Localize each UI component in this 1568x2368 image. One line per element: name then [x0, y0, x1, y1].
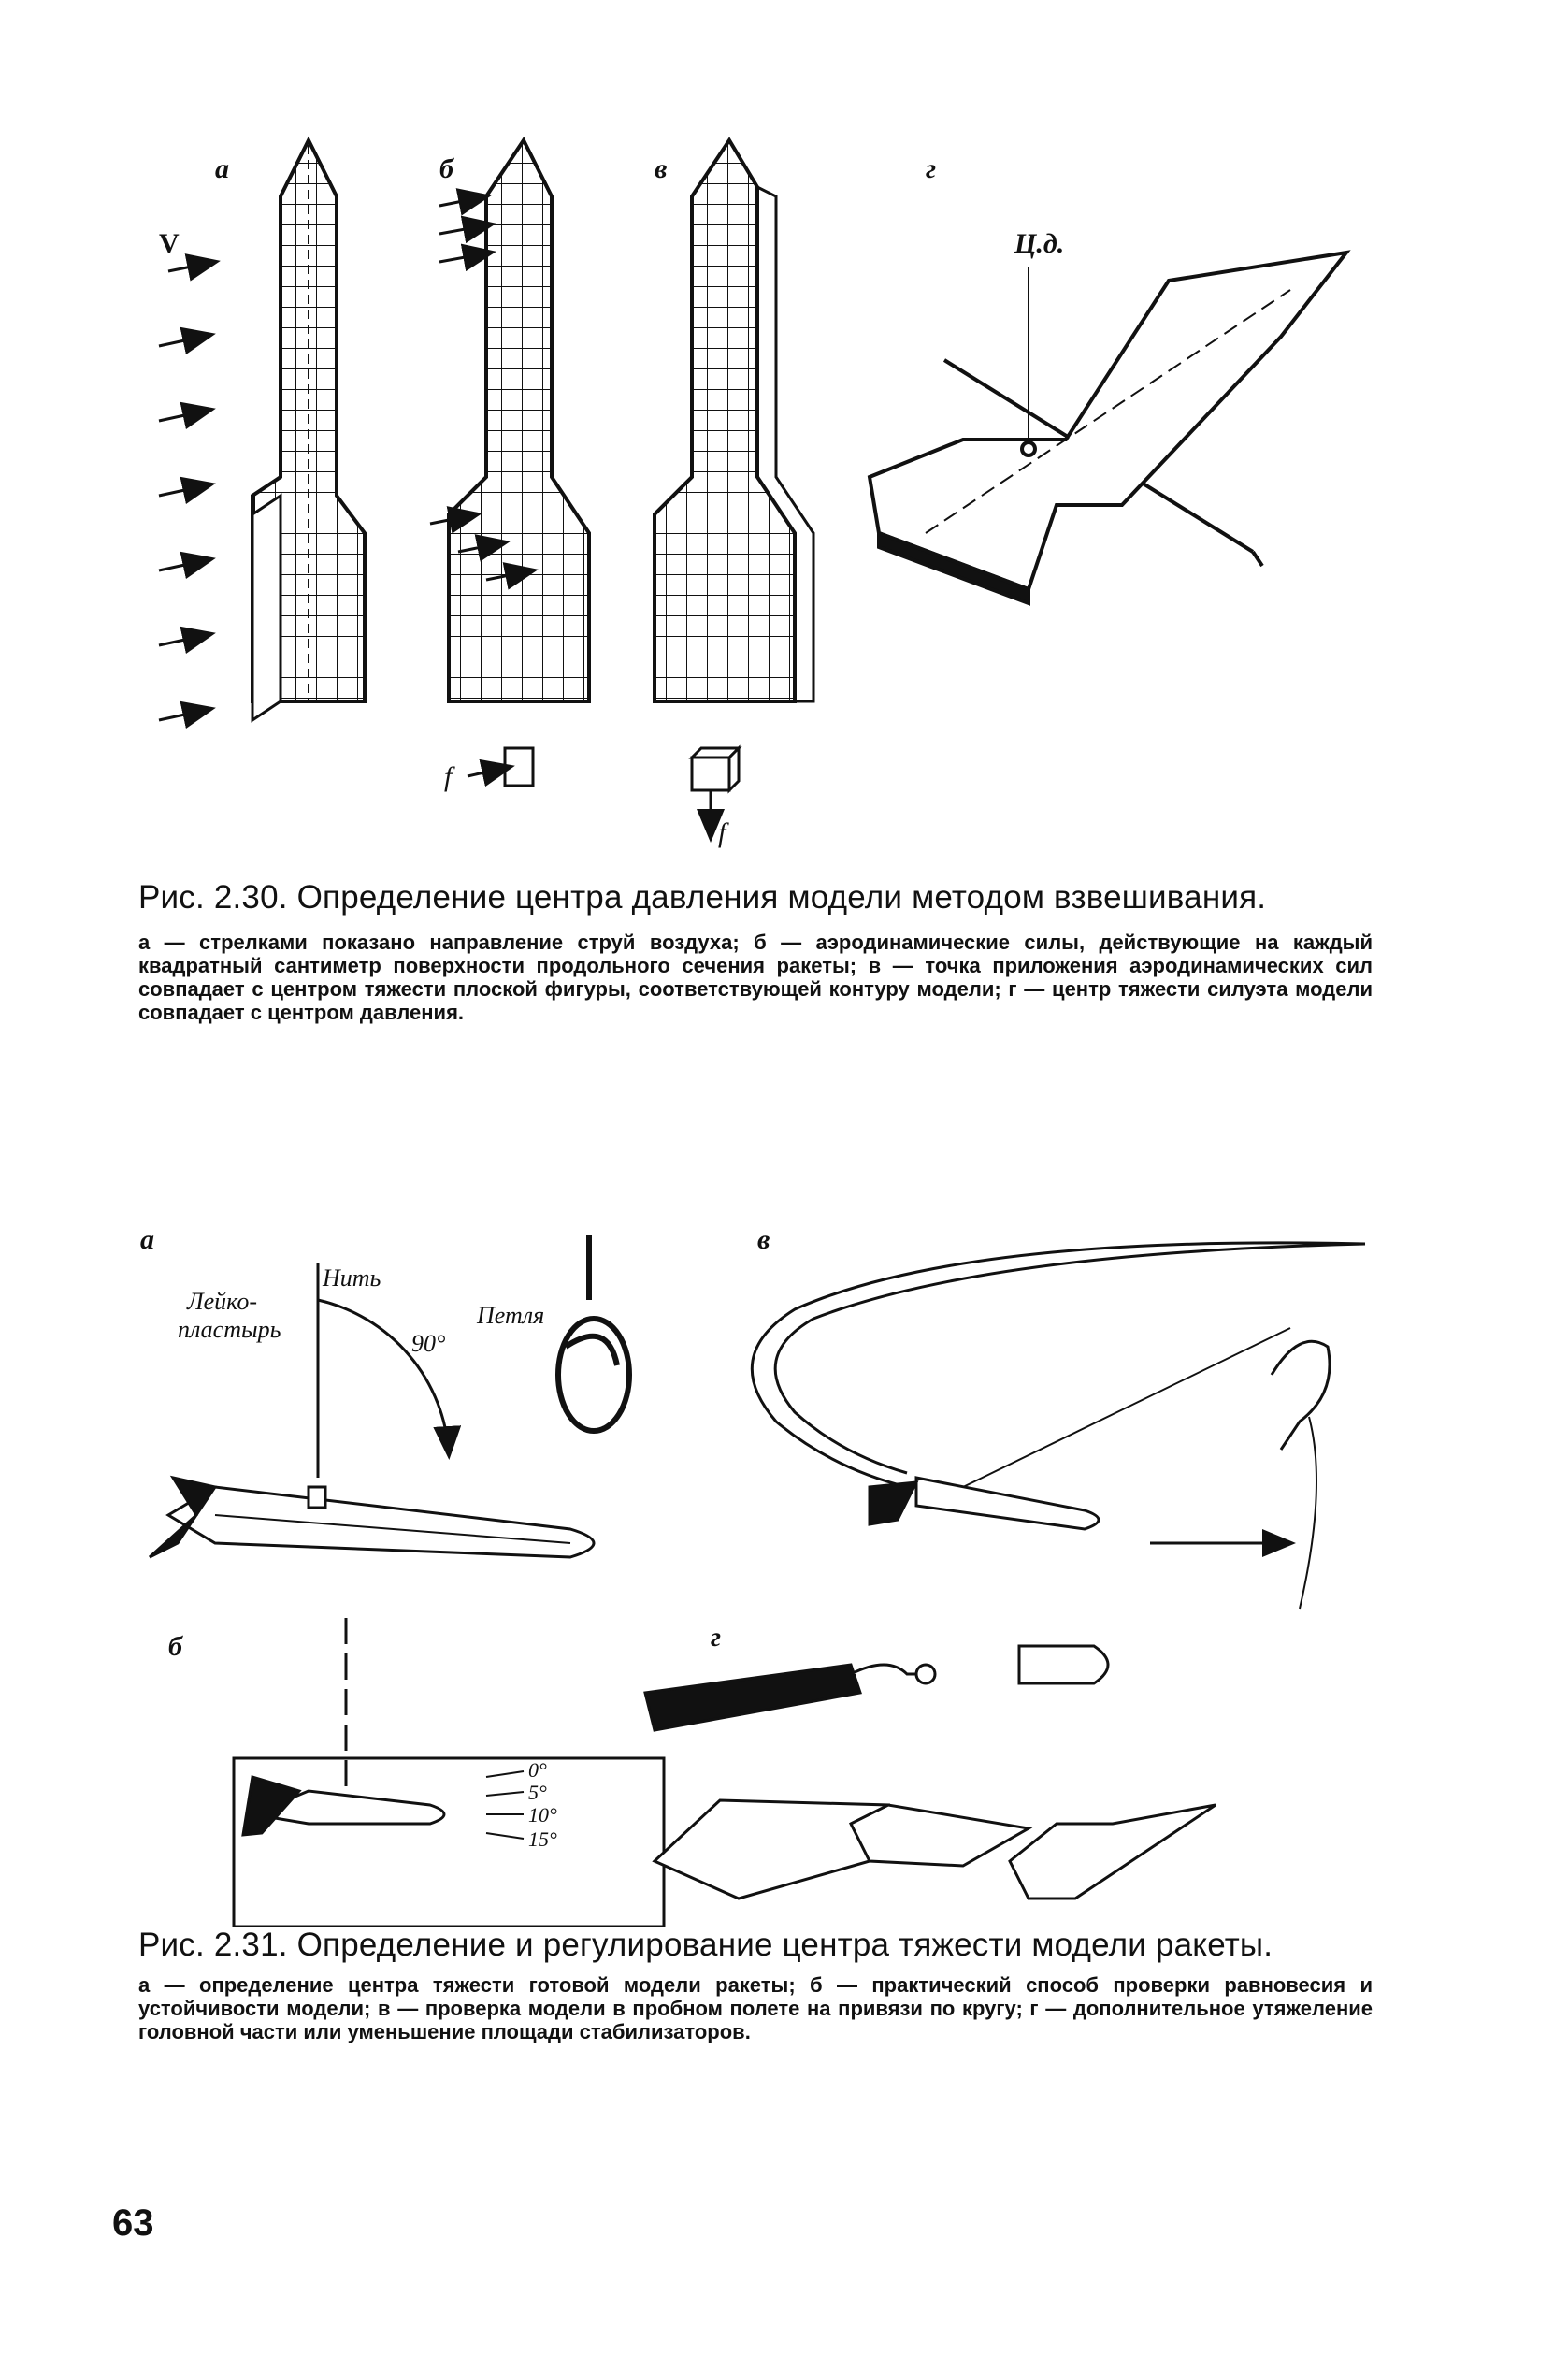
balance-check: [232, 1618, 666, 1927]
fig231-label-b: б: [168, 1631, 183, 1662]
loop-label: Петля: [476, 1302, 544, 1329]
tape-label-1: Лейко-: [186, 1288, 257, 1315]
fig231-label-a: а: [140, 1224, 154, 1255]
rocket-grid-b: [429, 137, 591, 703]
force-label-2: f: [718, 817, 729, 848]
fig230-label-b: б: [439, 153, 454, 184]
rocket-grid-a: [251, 136, 367, 723]
force-label-1: f: [444, 761, 455, 792]
angle-scale: [485, 1770, 525, 1840]
tethered-flight: [750, 1241, 1366, 1610]
rocket-silhouette-g: [867, 250, 1351, 606]
force-cube-icon: [688, 744, 742, 843]
adjust-parts: [643, 1644, 1216, 1900]
page-number: 63: [112, 2202, 154, 2244]
fig230-caption-text: а — стрелками показано направление струй…: [138, 931, 1373, 1024]
angle-label: 90°: [411, 1330, 445, 1357]
fig230-label-g: г: [926, 153, 936, 184]
scale-label-5: 5°: [528, 1781, 547, 1804]
airflow-arrows: [158, 253, 221, 729]
loop-knot-icon: [555, 1235, 632, 1434]
rocket-grid-v: [653, 137, 815, 703]
figure-2-30: а б в г V: [158, 136, 1351, 848]
fig230-label-a: а: [215, 153, 229, 184]
fig231-caption-title: Рис. 2.31. Определение и регулирование ц…: [138, 1927, 1273, 1963]
fig231-label-v: в: [757, 1224, 770, 1255]
scale-label-10: 10°: [528, 1803, 557, 1827]
scale-label-15: 15°: [528, 1827, 557, 1851]
force-plate-icon: [467, 746, 535, 787]
thread-label: Нить: [322, 1264, 381, 1292]
fig231-caption-text: а — определение центра тяжести готовой м…: [138, 1973, 1373, 2043]
fig230-caption-title: Рис. 2.30. Определение центра давления м…: [138, 879, 1267, 916]
figure-2-31: а в б г Нить Лейко- пластырь 90° Петля: [140, 1224, 1366, 1927]
cp-label: Ц.д.: [1014, 228, 1064, 259]
fig230-label-v: в: [655, 153, 667, 184]
velocity-label: V: [159, 228, 180, 259]
rocket-on-thread: [148, 1263, 596, 1559]
tape-label-2: пластырь: [178, 1316, 281, 1343]
scale-label-0: 0°: [528, 1758, 547, 1782]
fig231-label-g: г: [711, 1622, 721, 1653]
